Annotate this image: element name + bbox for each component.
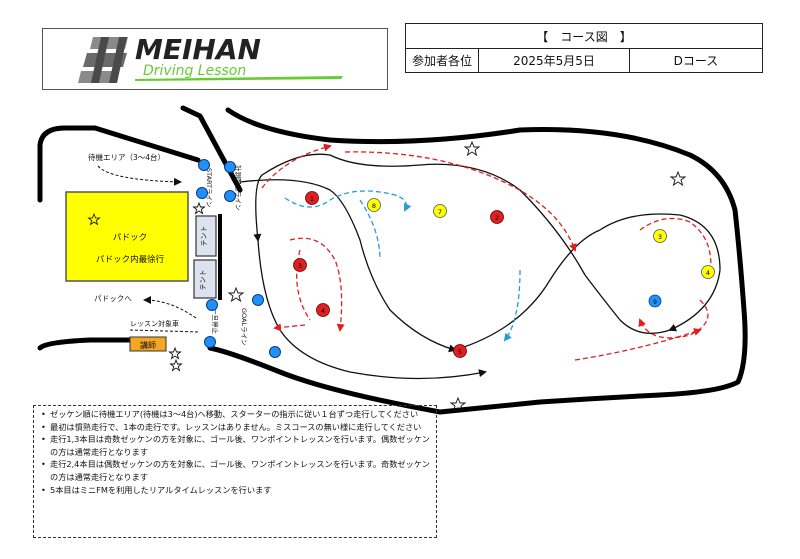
mdl-monogram [78, 37, 128, 83]
stop-line-label: 一旦停止 [211, 308, 220, 335]
note-item: ゼッケン順に待機エリア(待機は3～4台)へ移動、スターターの指示に従い１台ずつ走… [41, 408, 430, 421]
svg-text:2: 2 [495, 214, 499, 222]
sheet-title: 【 コース図 】 [405, 23, 763, 49]
cone-yellow-3: 3 [653, 229, 667, 243]
participants-label: 参加者各位 [405, 48, 479, 73]
to-paddock-arrow [143, 296, 197, 319]
tent-1-label: テント [200, 226, 208, 247]
yellow-cones: 3 4 7 8 [367, 198, 715, 279]
event-date: 2025年5月5日 [478, 48, 630, 73]
star-icon [87, 212, 101, 226]
brand-sub-text: Driving Lesson [143, 63, 246, 79]
star-markers [168, 140, 687, 413]
cone-red-3: 3 [293, 258, 307, 272]
header-table: 【 コース図 】 参加者各位 2025年5月5日 Dコース [405, 23, 763, 73]
cone-red-5: 5 [453, 344, 467, 358]
tent-2-label: テント [199, 270, 207, 291]
paddock-label: パドック [113, 233, 147, 243]
star-icon [463, 140, 481, 157]
star-icon [169, 358, 183, 372]
star-icon [168, 346, 182, 360]
star-icon [449, 396, 467, 413]
notes-box: ゼッケン順に待機エリア(待機は3～4台)へ移動、スターターの指示に従い１台ずつ走… [33, 405, 437, 538]
star-icon [669, 170, 687, 187]
instructor-label: 講師 [140, 340, 156, 350]
svg-text:7: 7 [438, 208, 442, 216]
gate-cones [196, 159, 281, 358]
svg-text:5: 5 [458, 348, 462, 356]
course-name: Dコース [629, 48, 763, 73]
start-line-label: STARTライン [205, 168, 213, 208]
svg-text:3: 3 [658, 233, 662, 241]
goal-line-label: GOALライン [240, 308, 248, 346]
note-item: 最初は慣熟走行で、1本の走行です。レッスンはありません。ミスコースの無い様に走行… [41, 421, 430, 434]
instructor-box [129, 336, 167, 352]
route-blue [284, 190, 521, 342]
svg-text:3: 3 [298, 262, 302, 270]
tent-2: テント [193, 259, 217, 299]
route-red [261, 143, 715, 361]
waiting-arrow [97, 165, 182, 186]
cone-red-4: 4 [316, 303, 330, 317]
cone-blue-9: 9 [648, 294, 662, 308]
cone-yellow-8: 8 [367, 198, 381, 212]
notes-list: ゼッケン順に待機エリア(待機は3～4台)へ移動、スターターの指示に従い１台ずつ走… [40, 408, 430, 496]
note-item: 走行2,4本目は偶数ゼッケンの方を対象に、ゴール後、ワンポイントレッスンを行いま… [41, 458, 430, 483]
note-item: 走行1,3本目は奇数ゼッケンの方を対象に、ゴール後、ワンポイントレッスンを行いま… [41, 433, 430, 458]
star-icon [192, 201, 206, 215]
red-cones: 1 2 3 4 5 [293, 191, 504, 358]
timing-line-label: 計測開始ライン [234, 165, 243, 211]
svg-text:8: 8 [372, 202, 376, 210]
cone-red-2: 2 [490, 210, 504, 224]
svg-text:4: 4 [706, 269, 710, 277]
lesson-target-line [129, 329, 201, 333]
to-paddock-label: パドックへ [94, 294, 132, 303]
cone-red-1: 1 [305, 191, 319, 205]
meihan-logo: MEIHAN Driving Lesson [42, 28, 388, 90]
brand-text: MEIHAN [135, 33, 261, 66]
svg-text:1: 1 [310, 195, 314, 203]
paddock-slow-label: パドック内最徐行 [96, 254, 165, 265]
cone-yellow-4: 4 [701, 265, 715, 279]
tent-1: テント [195, 215, 217, 257]
star-icon [227, 286, 245, 303]
logo-graphic: MEIHAN Driving Lesson [78, 33, 343, 83]
green-swoosh [135, 76, 343, 81]
lesson-target-label: レッスン対象車 [130, 319, 179, 328]
svg-text:9: 9 [653, 299, 657, 306]
route-black [239, 153, 721, 380]
cone-yellow-7: 7 [433, 204, 447, 218]
svg-text:4: 4 [321, 307, 325, 315]
paddock-area [65, 191, 189, 282]
note-item: 5本目はミニFMを利用したリアルタイムレッスンを行います [41, 484, 430, 497]
waiting-area-label: 待機エリア（3～4台） [88, 152, 165, 162]
